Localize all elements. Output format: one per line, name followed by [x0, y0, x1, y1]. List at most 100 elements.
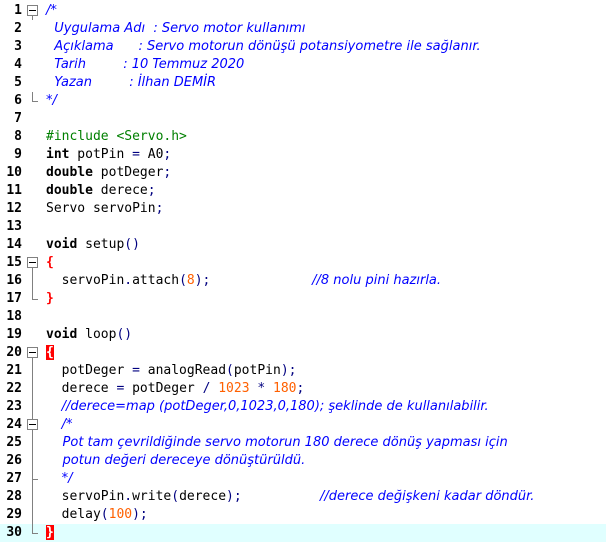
code-line[interactable]: 7: [0, 110, 606, 128]
fold-line: [32, 16, 33, 20]
code-token: [46, 417, 62, 432]
code-token: (: [179, 273, 187, 288]
code-token: 180: [273, 381, 297, 396]
fold-toggle-icon[interactable]: [27, 347, 38, 358]
fold-line: [32, 434, 33, 452]
code-token: (): [116, 327, 133, 342]
code-line[interactable]: 23 //derece=map (potDeger,0,1023,0,180);…: [0, 398, 606, 416]
code-line[interactable]: 25 Pot tam çevrildiğinde servo motorun 1…: [0, 434, 606, 452]
code-line[interactable]: 2 Uygulama Adı : Servo motor kullanımı: [0, 20, 606, 38]
code-token: double: [46, 183, 93, 198]
line-number: 9: [14, 147, 22, 162]
code-token: [46, 399, 62, 414]
line-number: 28: [6, 489, 22, 504]
code-line[interactable]: 24 /*: [0, 416, 606, 434]
line-number: 6: [14, 93, 22, 108]
code-token: (: [100, 507, 109, 522]
code-token: setup: [77, 237, 125, 252]
code-text: */: [46, 470, 73, 488]
code-token: #include <Servo.h>: [46, 129, 187, 144]
code-token: servoPin: [46, 489, 125, 504]
fold-toggle-icon[interactable]: [27, 5, 38, 16]
code-line[interactable]: 17}: [0, 290, 606, 308]
code-line[interactable]: 5 Yazan : İlhan DEMİR: [0, 74, 606, 92]
code-text: /*: [46, 2, 57, 20]
fold-line: [32, 358, 33, 362]
code-token: Uygulama Adı : Servo motor kullanımı: [46, 21, 306, 36]
code-token: potDeger: [92, 165, 164, 180]
code-token: potPin: [69, 147, 133, 162]
fold-line: [32, 362, 33, 380]
code-text: #include <Servo.h>: [46, 128, 187, 146]
line-number: 7: [14, 111, 22, 126]
code-text: int potPin = A0;: [46, 146, 171, 164]
fold-toggle-icon[interactable]: [27, 257, 38, 268]
code-token: Servo servoPin: [46, 201, 156, 216]
code-line[interactable]: 20 {: [0, 344, 606, 362]
code-token: .: [124, 489, 133, 504]
code-token: //8 nolu pini hazırla.: [312, 273, 442, 288]
fold-line: [32, 506, 33, 524]
code-text: {: [46, 344, 54, 362]
code-token: derece: [46, 381, 117, 396]
fold-toggle-icon[interactable]: [27, 419, 38, 430]
code-token: //derece=map (potDeger,0,1023,0,180); şe…: [61, 399, 489, 414]
code-token: =: [132, 363, 140, 378]
code-line[interactable]: 3 Açıklama : Servo motorun dönüşü potans…: [0, 38, 606, 56]
code-token: (: [226, 363, 234, 378]
code-token: Yazan : İlhan DEMİR: [46, 75, 217, 90]
fold-line: [32, 398, 33, 416]
code-line[interactable]: 9 int potPin = A0;: [0, 146, 606, 164]
fold-line: [32, 380, 33, 398]
line-number: 12: [6, 201, 22, 216]
code-token: [242, 489, 320, 504]
line-number: 18: [6, 309, 22, 324]
code-line[interactable]: 8#include <Servo.h>: [0, 128, 606, 146]
code-token: potun değeri dereceye dönüştürüldü.: [46, 453, 306, 468]
code-text: derece = potDeger / 1023 * 180;: [46, 380, 305, 398]
code-text: double potDeger;: [46, 164, 171, 182]
code-token: );: [194, 273, 211, 288]
code-text: servoPin.write(derece); //derece değişke…: [46, 488, 535, 506]
line-number: 20: [6, 345, 22, 360]
code-line[interactable]: 18: [0, 308, 606, 326]
code-token: =: [132, 147, 140, 162]
code-text: potDeger = analogRead(potPin);: [46, 362, 297, 380]
code-line[interactable]: 13: [0, 218, 606, 236]
code-token: ;: [163, 147, 172, 162]
code-line[interactable]: 6*/: [0, 92, 606, 110]
code-line[interactable]: 27 */: [0, 470, 606, 488]
code-token: [46, 471, 62, 486]
code-line[interactable]: 29 delay(100);: [0, 506, 606, 524]
code-line[interactable]: 15{: [0, 254, 606, 272]
code-line[interactable]: 16 servoPin.attach(8); //8 nolu pini haz…: [0, 272, 606, 290]
code-line[interactable]: 1 /*: [0, 2, 606, 20]
code-token: derece: [92, 183, 148, 198]
code-token: (: [171, 489, 180, 504]
line-number-gutter: [0, 0, 43, 546]
code-token: 1023: [218, 381, 250, 396]
code-token: A0: [139, 147, 164, 162]
line-number: 17: [6, 291, 22, 306]
code-token: potPin: [233, 363, 281, 378]
fold-line: [32, 416, 33, 419]
code-line[interactable]: 26 potun değeri dereceye dönüştürüldü.: [0, 452, 606, 470]
code-text: potun değeri dereceye dönüştürüldü.: [46, 452, 306, 470]
code-line[interactable]: 28 servoPin.write(derece); //derece deği…: [0, 488, 606, 506]
line-number: 1: [14, 3, 22, 18]
code-line[interactable]: 4 Tarih : 10 Temmuz 2020: [0, 56, 606, 74]
code-line[interactable]: 21 potDeger = analogRead(potPin);: [0, 362, 606, 380]
code-line[interactable]: 12 Servo servoPin;: [0, 200, 606, 218]
code-token: );: [132, 507, 148, 522]
code-text: Servo servoPin;: [46, 200, 163, 218]
code-line[interactable]: 22 derece = potDeger / 1023 * 180;: [0, 380, 606, 398]
code-token: }: [46, 291, 54, 306]
line-number: 5: [14, 75, 22, 90]
code-text: void loop(): [46, 326, 132, 344]
code-line[interactable]: 30}: [0, 524, 606, 542]
